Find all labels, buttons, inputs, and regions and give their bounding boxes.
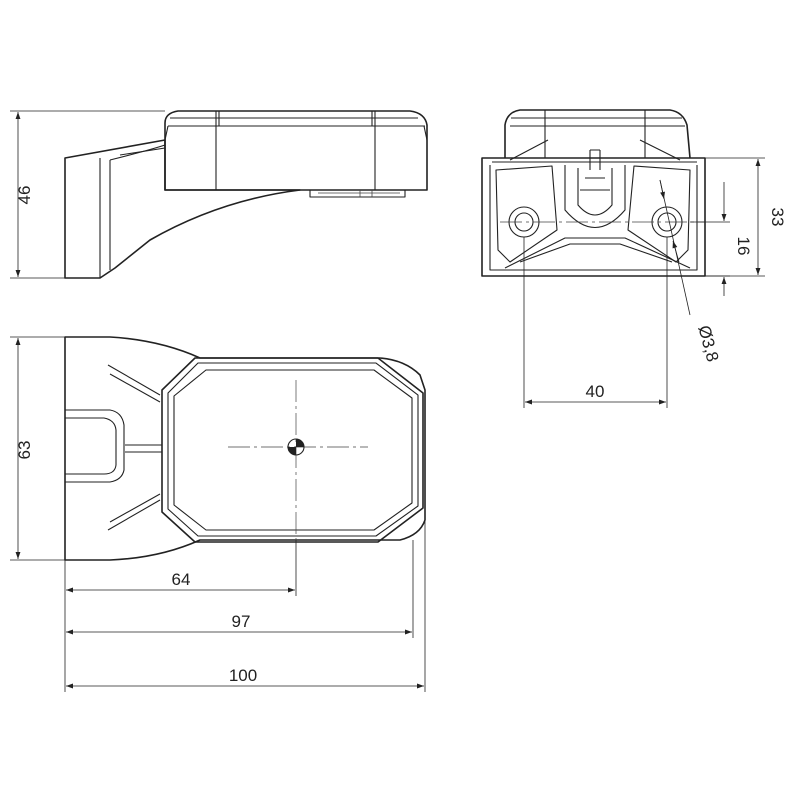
dim-side-height: 46: [15, 186, 34, 205]
dim-lens-length: 97: [232, 612, 251, 631]
front-view: 33 16 Ø3,8 40: [481, 109, 787, 408]
dim-overall-length: 100: [229, 666, 257, 685]
dim-plan-width: 63: [15, 441, 34, 460]
side-view: 46: [10, 110, 428, 279]
dim-hole-height: 16: [734, 237, 753, 256]
dim-hole-spacing: 40: [586, 382, 605, 401]
dim-hole-diameter: Ø3,8: [694, 323, 722, 364]
dim-center-offset: 64: [172, 570, 191, 589]
dim-front-height: 33: [768, 208, 787, 227]
plan-view: 63 64 97 100: [10, 336, 426, 692]
